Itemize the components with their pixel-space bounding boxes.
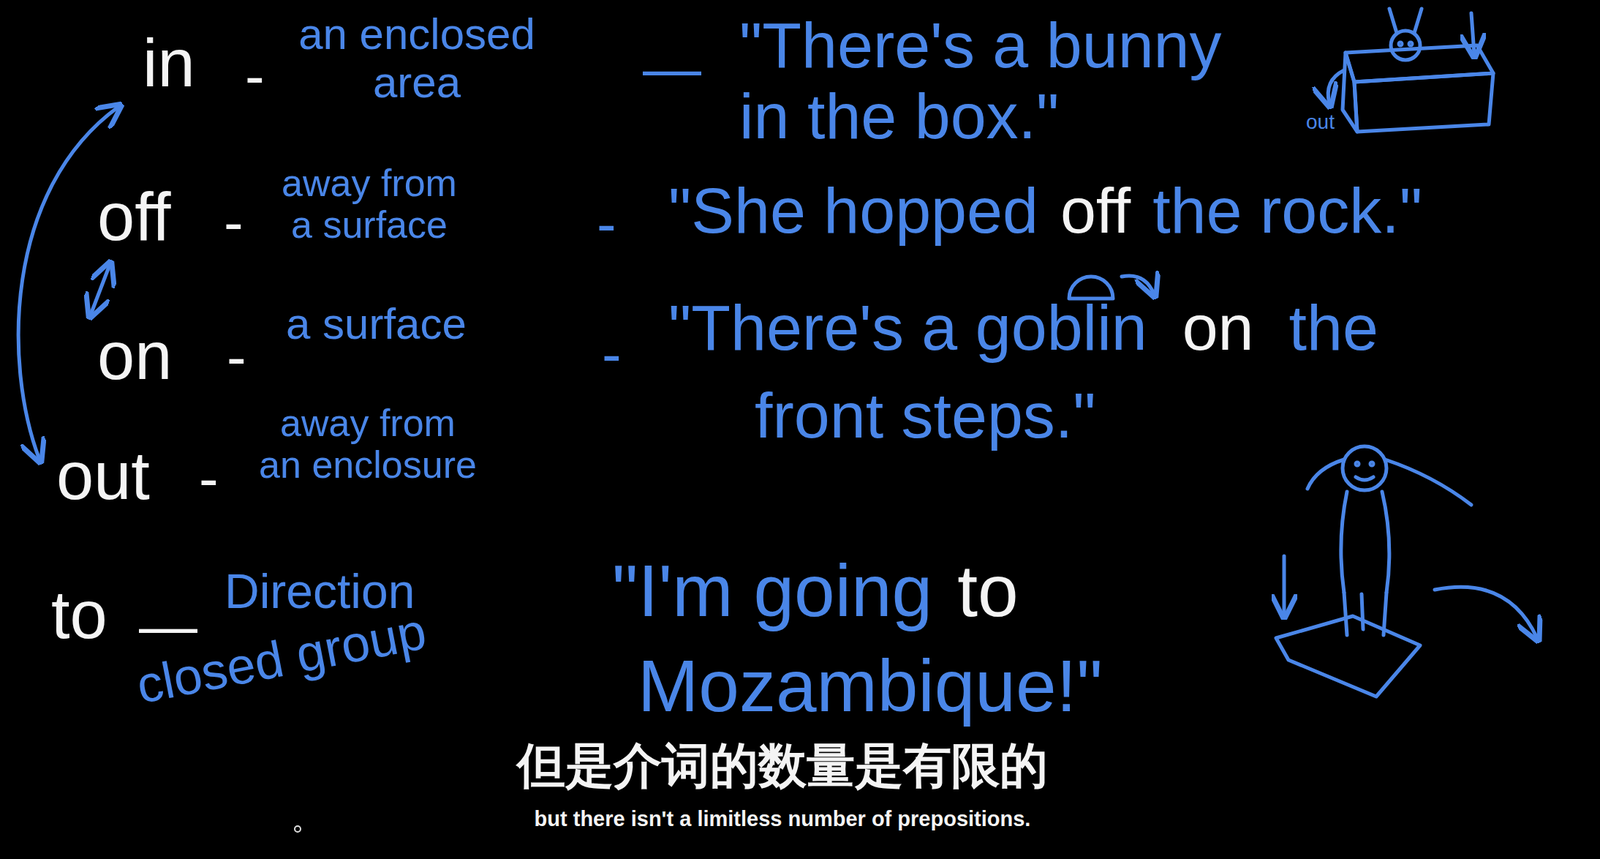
preposition-word: off [97, 179, 172, 254]
definition-text: away from a surface [272, 162, 467, 246]
subtitle-english: but there isn't a limitless number of pr… [0, 807, 1565, 831]
bunny-box-sketch [1327, 8, 1494, 132]
dash: - [601, 321, 622, 387]
example-sentence: "There's a goblin [668, 292, 1148, 364]
example-sentence: the [1289, 292, 1379, 364]
example-sentence: Mozambique!" [637, 644, 1103, 726]
example-sentence: "I'm going [612, 549, 933, 631]
definition-text: an enclosed area [277, 10, 556, 107]
example-sentence: "There's a bunny in the box." [739, 10, 1252, 153]
example-sentence: the rock." [1152, 175, 1423, 247]
dash: - [223, 190, 244, 255]
preposition-word: to [957, 549, 1018, 631]
dash: - [226, 324, 247, 390]
preposition-word: off [1060, 175, 1131, 247]
dash: — [642, 36, 702, 101]
goblin-sketch [1276, 446, 1538, 697]
definition-text: away from an enclosure [255, 402, 480, 486]
sketch-label: out [1306, 111, 1335, 134]
preposition-word: out [56, 438, 150, 513]
example-sentence: front steps." [754, 380, 1097, 452]
relation-arrow [18, 106, 119, 460]
preposition-word: in [142, 26, 196, 101]
definition-text: a surface [285, 299, 467, 349]
example-sentence: "She hopped [668, 175, 1039, 247]
stray-dot [294, 825, 301, 832]
dash: - [198, 446, 219, 511]
preposition-word: to [51, 577, 108, 652]
subtitle-chinese: 但是介词的数量是有限的 [0, 738, 1565, 792]
dash: - [244, 43, 265, 109]
relation-arrow [90, 264, 110, 315]
dash: - [596, 191, 617, 256]
preposition-word: on [1182, 292, 1255, 364]
preposition-word: on [97, 318, 172, 393]
